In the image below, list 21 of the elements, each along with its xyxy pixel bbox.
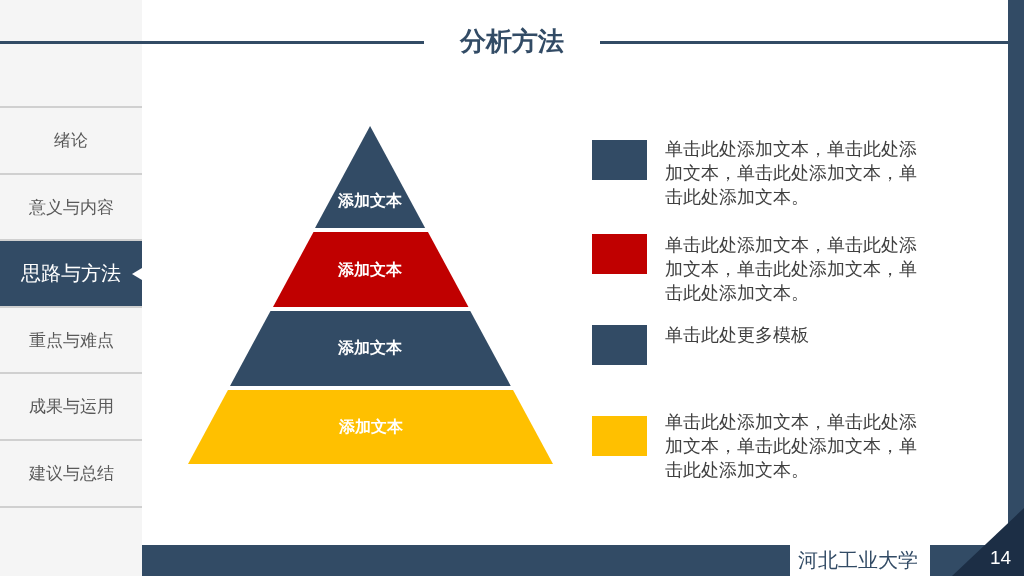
nav-item: 成果与运用: [0, 374, 142, 439]
tier-label: 添加文本: [338, 417, 403, 437]
tier-label: 添加文本: [338, 260, 403, 280]
footer-text: 河北工业大学: [798, 548, 918, 573]
nav-item: 重点与难点: [0, 308, 142, 372]
slide-title: 分析方法: [458, 25, 565, 58]
pyramid-tier: [230, 311, 511, 386]
tier-label: 添加文本: [338, 338, 403, 358]
pyramid-tier: [188, 390, 553, 464]
pyramid-tier: [272, 232, 469, 307]
page-number: 14: [990, 546, 1012, 570]
nav-item: 绪论: [0, 108, 142, 173]
tier-label: 添加文本: [338, 191, 403, 211]
legend-text: 单击此处添加文本，单击此处添加文本，单击此处添加文本，单击此处添加文本。: [665, 234, 918, 305]
legend-text: 单击此处添加文本，单击此处添加文本，单击此处添加文本，单击此处添加文本。: [665, 411, 918, 482]
legend-text: 单击此处更多模板: [665, 324, 810, 347]
nav-item: 建议与总结: [0, 441, 142, 506]
active-nav-tab: 思路与方法: [0, 241, 142, 306]
nav-item: 意义与内容: [0, 175, 142, 239]
legend-text: 单击此处添加文本，单击此处添加文本，单击此处添加文本，单击此处添加文本。: [665, 138, 918, 209]
pyramid-tier: [315, 126, 426, 228]
